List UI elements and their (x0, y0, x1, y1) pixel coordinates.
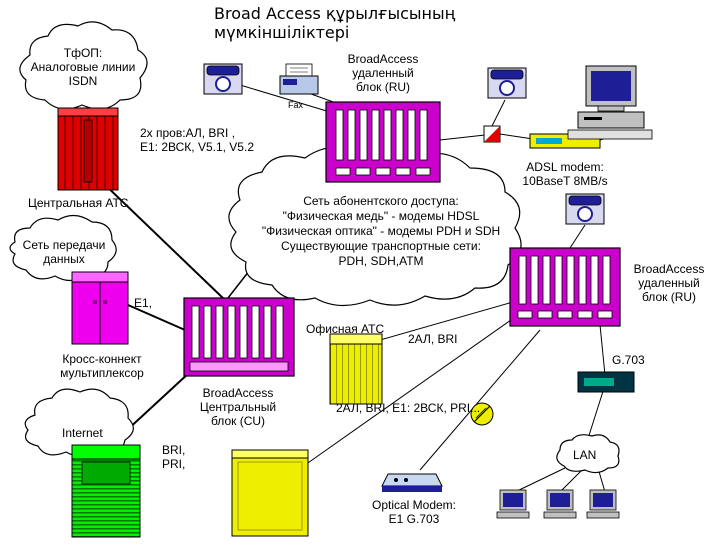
link-crossconnect-cu (127, 304, 186, 331)
fax-icon (279, 63, 319, 95)
link-ru-yellow-box (304, 314, 519, 466)
phone-icon (203, 63, 243, 95)
ru-right-label: BroadAccess удаленный блок (RU) (633, 262, 705, 304)
cu-label: BroadAccess Центральный блок (CU) (199, 386, 277, 428)
phone-icon (487, 67, 527, 99)
data-network-label: Сеть передачи данных (22, 238, 106, 266)
office-pbx-label: Офисная АТС (306, 322, 385, 336)
ru-right-cards (518, 255, 611, 305)
link-phone-ru (239, 84, 341, 116)
page-subtitle: мүмкіншіліктері (214, 23, 350, 42)
link-phone-ru-right (569, 224, 586, 249)
link-ru-g703 (599, 324, 606, 376)
fax-label: Fax (288, 100, 304, 110)
ru-right-rack-icon (509, 247, 621, 327)
link-ru-optical-modem (419, 329, 541, 471)
cu-cards (191, 305, 284, 359)
lan-computer-icon (586, 489, 620, 519)
lan-computer-icon (543, 489, 577, 519)
central-pbx-icon (57, 107, 119, 191)
bri-pri-label: BRI, PRI, (162, 443, 186, 471)
links-top-label: 2х пров:АЛ, BRI , E1: 2ВСК, V5.1, V5.2 (140, 126, 254, 154)
yellow-pbx-icon (231, 449, 309, 537)
pstn-cloud (19, 21, 148, 110)
cross-connect-label: Кросс-коннект мультиплексор (60, 352, 144, 380)
link-lan-pc2 (559, 469, 583, 493)
splitter-icon (483, 125, 501, 143)
data-network-cloud (9, 214, 117, 282)
e1-label: E1, (134, 296, 153, 310)
phone-icon (565, 193, 605, 225)
link-splitter-phone (491, 99, 506, 127)
lan-computer-icon (496, 489, 530, 519)
optical-modem-icon (381, 473, 443, 492)
adsl-modem-label: ADSL modem: 10BaseT 8MB/s (522, 160, 608, 188)
optical-modem-label: Optical Modem: E1 G.703 (371, 498, 457, 526)
ru-right-slots (517, 310, 613, 319)
lan-label: LAN (573, 448, 597, 462)
central-pbx-label: Центральная АТС (28, 196, 129, 210)
link-lan-pc1 (514, 467, 566, 493)
internet-server-icon (71, 444, 141, 538)
fiber-connector-icon (470, 402, 494, 426)
link-pbx-cu (99, 179, 226, 301)
ru-top-label: BroadAccess удаленный блок (RU) (347, 52, 419, 94)
lan-cloud (556, 434, 620, 474)
link-ru-splitter (439, 134, 486, 141)
ru-top-cards (335, 109, 428, 161)
al2-bri-label: 2АЛ, BRI (408, 332, 458, 346)
cu-rack-icon (183, 297, 295, 377)
page-title: Broad Access құрылғысының (214, 4, 456, 23)
desktop-pc-icon (567, 65, 653, 140)
pstn-label: ТфОП: Аналоговые линии ISDN (30, 46, 136, 88)
g703-label: G.703 (612, 353, 645, 367)
link-ru-office-pbx (379, 299, 521, 341)
internet-label: Internet (62, 426, 103, 440)
g703-converter-icon (577, 371, 635, 393)
ru-top-slots (335, 167, 431, 176)
al2-long-label: 2АЛ, BRI, E1: 2ВСК, PRI... (336, 401, 481, 415)
internet-cloud (24, 388, 134, 458)
office-pbx-icon (329, 333, 383, 405)
ru-top-rack-icon (325, 101, 441, 183)
cross-connect-icon (71, 271, 129, 345)
access-network-label: Сеть абонентского доступа: "Физическая м… (261, 194, 501, 268)
